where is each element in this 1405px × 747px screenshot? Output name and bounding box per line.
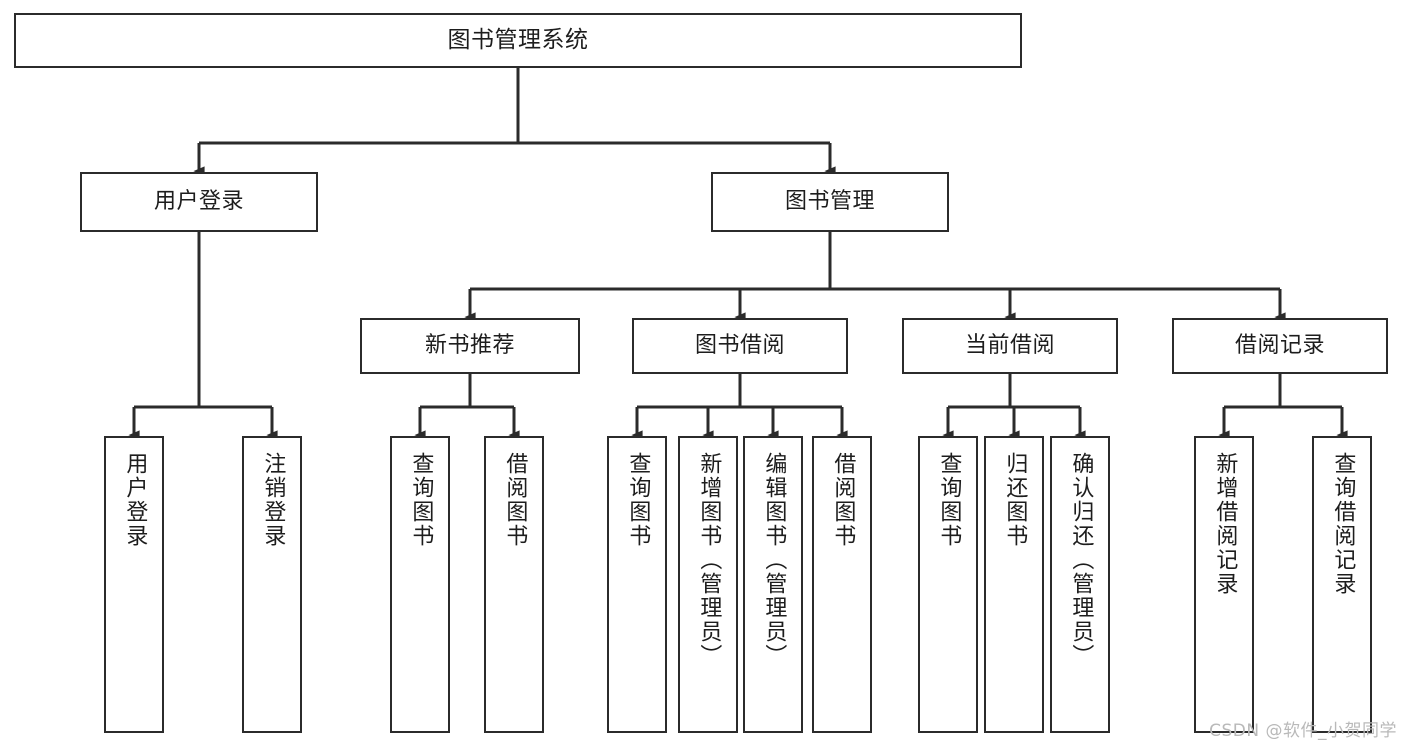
node-label: 借阅图书 (502, 452, 528, 548)
node-borrow[interactable]: 图书借阅 (632, 318, 848, 374)
node-label: 用户登录 (122, 452, 148, 548)
node-root[interactable]: 图书管理系统 (14, 13, 1022, 68)
node-current[interactable]: 当前借阅 (902, 318, 1118, 374)
node-label: 新书推荐 (424, 333, 515, 359)
node-label: 新增借阅记录 (1212, 452, 1238, 596)
node-label: 查询图书 (625, 452, 651, 548)
node-l-add[interactable]: 新增图书（管理员） (678, 436, 738, 733)
node-label: 编辑图书（管理员） (761, 452, 787, 668)
node-label: 归还图书 (1002, 452, 1028, 548)
node-records[interactable]: 借阅记录 (1172, 318, 1388, 374)
watermark-text: CSDN @软件_小贺同学 (1209, 721, 1397, 741)
node-label: 查询图书 (936, 452, 962, 548)
node-label: 新增图书（管理员） (696, 452, 722, 668)
node-l-borrow2[interactable]: 借阅图书 (812, 436, 872, 733)
node-l-query3[interactable]: 查询图书 (918, 436, 978, 733)
node-login[interactable]: 用户登录 (80, 172, 318, 232)
node-label: 图书借阅 (694, 333, 785, 359)
node-l-queryrec[interactable]: 查询借阅记录 (1312, 436, 1372, 733)
node-bookmgmt[interactable]: 图书管理 (711, 172, 949, 232)
node-label: 查询图书 (408, 452, 434, 548)
node-label: 当前借阅 (964, 333, 1055, 359)
node-label: 确认归还（管理员） (1068, 452, 1094, 668)
node-l-confirm[interactable]: 确认归还（管理员） (1050, 436, 1110, 733)
node-label: 查询借阅记录 (1330, 452, 1356, 596)
node-label: 图书管理系统 (447, 27, 589, 54)
node-label: 用户登录 (153, 189, 244, 215)
node-label: 借阅图书 (830, 452, 856, 548)
node-l-borrow1[interactable]: 借阅图书 (484, 436, 544, 733)
node-label: 注销登录 (260, 452, 286, 548)
node-l-login[interactable]: 用户登录 (104, 436, 164, 733)
node-l-return[interactable]: 归还图书 (984, 436, 1044, 733)
node-l-edit[interactable]: 编辑图书（管理员） (743, 436, 803, 733)
node-l-query2[interactable]: 查询图书 (607, 436, 667, 733)
node-l-addrec[interactable]: 新增借阅记录 (1194, 436, 1254, 733)
node-l-logout[interactable]: 注销登录 (242, 436, 302, 733)
node-label: 图书管理 (784, 189, 875, 215)
node-label: 借阅记录 (1234, 333, 1325, 359)
node-l-query1[interactable]: 查询图书 (390, 436, 450, 733)
node-newbook[interactable]: 新书推荐 (360, 318, 580, 374)
